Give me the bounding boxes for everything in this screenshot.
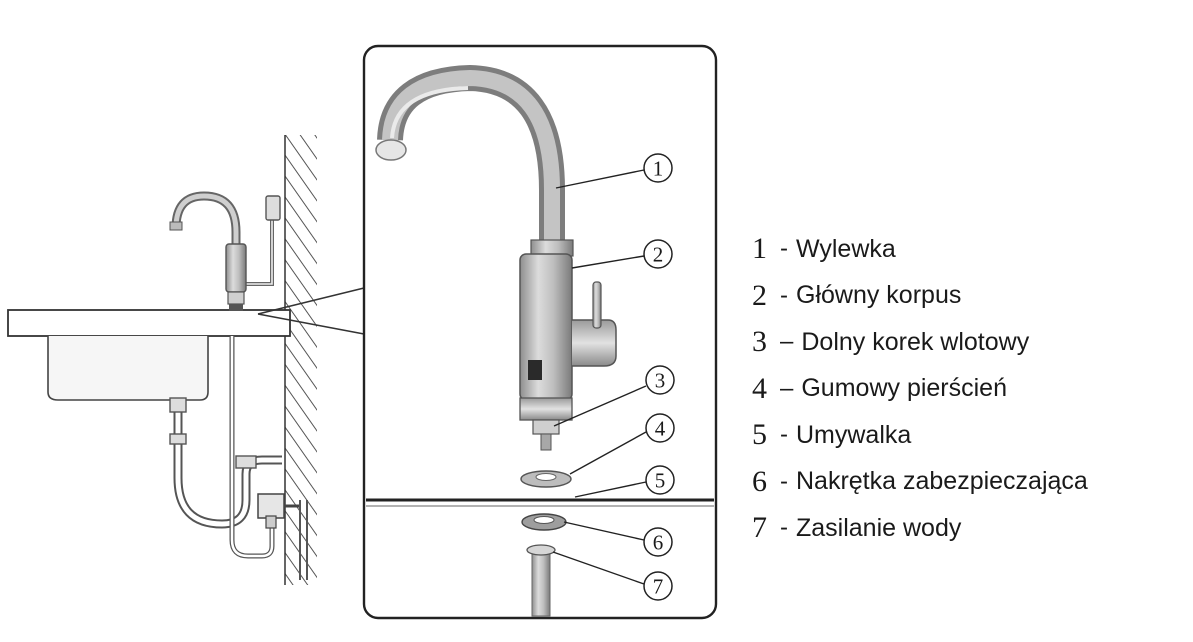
legend-label: Główny korpus [796,281,962,310]
lever-base [572,319,617,367]
callout-6: 6 [643,527,673,557]
detail-panel: 1 2 3 4 5 6 7 [362,44,718,620]
legend-separator: - [780,467,788,495]
callout-3: 3 [645,365,675,395]
zoom-line-top [257,287,365,315]
callout-2: 2 [643,239,673,269]
legend-label: Wylewka [796,234,896,263]
legend-label: Zasilanie wody [796,513,962,542]
main-body [519,239,617,451]
small-faucet [169,191,247,311]
legend-separator: - [780,421,788,449]
overview-illustration [7,135,365,585]
temperature-display [528,360,542,380]
angle-valve [257,493,285,519]
legend-number: 3 [752,325,767,359]
lever-handle [592,281,602,329]
legend-label: Nakrętka zabezpieczająca [796,467,1088,496]
legend-item: 1 - Wylewka [752,226,1182,273]
legend-label: Dolny korek wlotowy [801,327,1030,356]
countertop [7,309,291,337]
power-socket [265,195,281,221]
legend-label: Gumowy pierścień [801,374,1007,403]
legend-item: 6 - Nakrętka zabezpieczająca [752,459,1182,506]
leader-lines [552,169,647,585]
callout-5: 5 [645,465,675,495]
legend-separator: – [780,328,794,356]
legend-separator: – [780,374,794,402]
legend-separator: - [780,514,788,542]
callout-3-label: 3 [655,369,666,393]
callout-1-label: 1 [653,157,664,181]
callout-6-label: 6 [653,531,664,555]
legend-item: 3 – Dolny korek wlotowy [752,319,1182,366]
legend-separator: - [780,281,788,309]
legend-separator: - [780,235,788,263]
legend-item: 2 - Główny korpus [752,273,1182,320]
callout-4-label: 4 [655,417,666,441]
legend-item: 5 - Umywalka [752,412,1182,459]
legend-item: 7 - Zasilanie wody [752,505,1182,552]
legend-label: Umywalka [796,420,912,449]
bottom-inlet-plug [532,419,560,435]
legend-number: 5 [752,418,767,452]
legend-number: 4 [752,371,767,405]
spout-aerator [375,139,407,161]
legend-number: 2 [752,278,767,312]
legend-number: 1 [752,232,767,266]
parts-legend: 1 - Wylewka 2 - Główny korpus 3 – Dolny … [752,226,1182,552]
water-supply-hose [531,551,551,617]
callout-4: 4 [645,413,675,443]
callout-7: 7 [643,571,673,601]
legend-item: 4 – Gumowy pierścień [752,366,1182,413]
callout-5-label: 5 [655,469,666,493]
spout [375,64,565,245]
legend-number: 6 [752,464,767,498]
callout-2-label: 2 [653,243,664,267]
sink-basin [47,336,209,401]
callout-1: 1 [643,153,673,183]
callout-7-label: 7 [653,575,664,599]
zoom-line-bottom [257,313,365,335]
legend-number: 7 [752,511,767,545]
